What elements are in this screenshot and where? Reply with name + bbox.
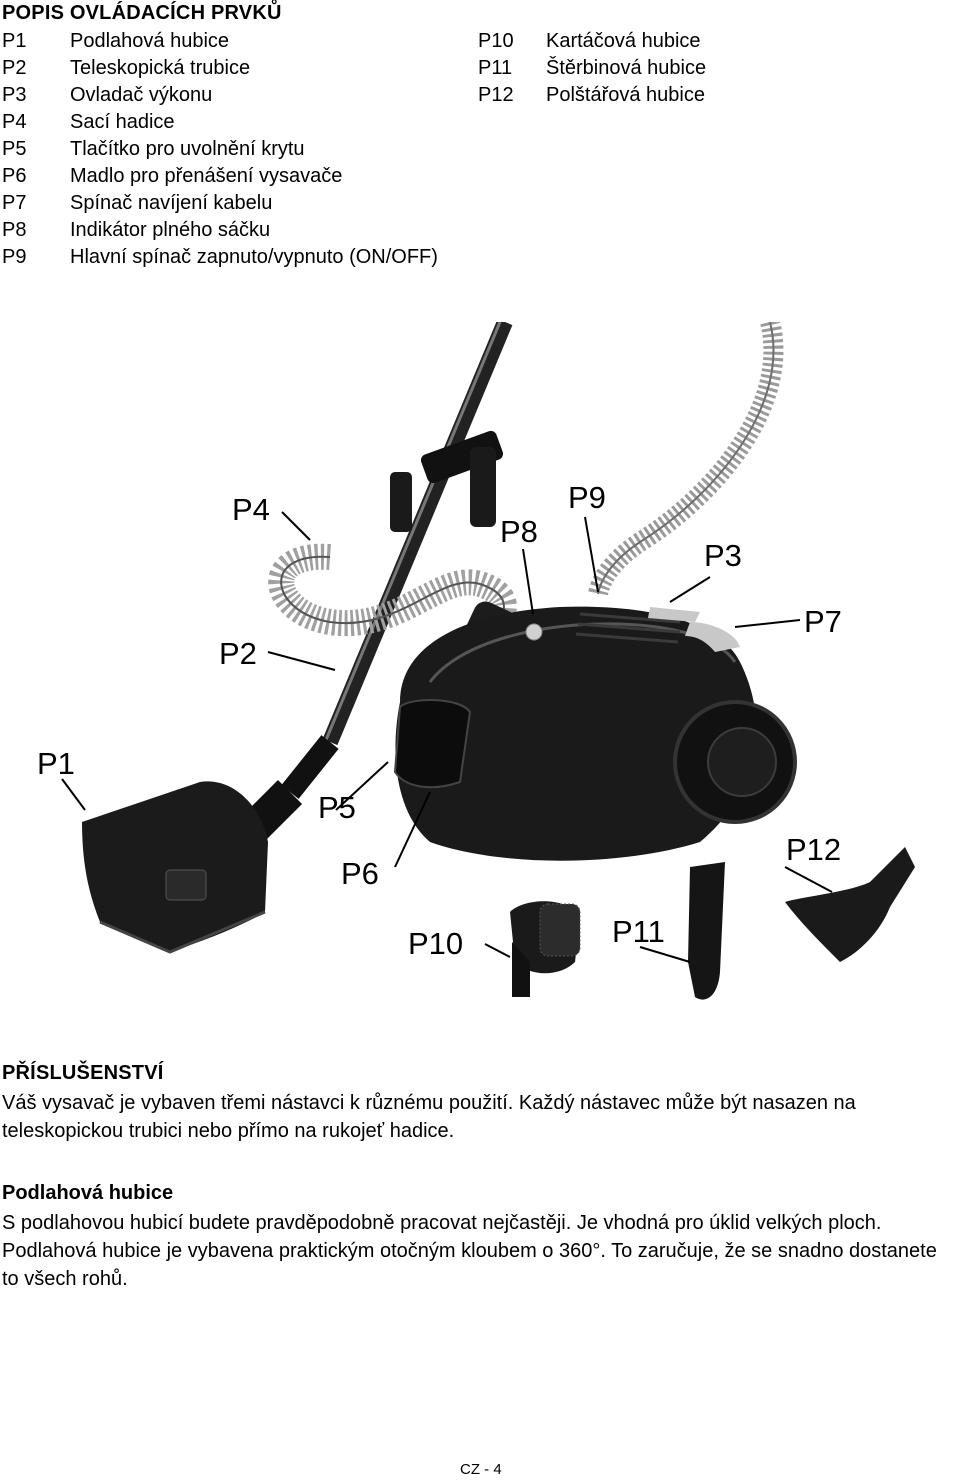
- power-control: [648, 607, 700, 622]
- list-item: P6 Madlo pro přenášení vysavače: [2, 163, 438, 190]
- accessories-heading: PŘÍSLUŠENSTVÍ: [2, 1062, 164, 1084]
- list-item: P1 Podlahová hubice: [2, 28, 438, 55]
- floor-nozzle-text: S podlahovou hubicí budete pravděpodobně…: [2, 1212, 937, 1290]
- tube-clip-3: [390, 472, 412, 532]
- callout-p12: P12: [786, 832, 841, 867]
- controls-heading: POPIS OVLÁDACÍCH PRVKŮ: [2, 2, 282, 24]
- callout-p5: P5: [318, 790, 356, 825]
- vacuum-cleaner-illustration: P4 P9 P8 P3 P7 P2 P1 P5 P12 P6 P11 P10: [37, 322, 915, 1000]
- callout-p2: P2: [219, 636, 257, 671]
- list-item: P5 Tlačítko pro uvolnění krytu: [2, 136, 438, 163]
- callout-p11: P11: [612, 914, 665, 949]
- list-item: P9 Hlavní spínač zapnuto/vypnuto (ON/OFF): [2, 244, 438, 271]
- vacuum-cleaner-figure: P4 P9 P8 P3 P7 P2 P1 P5 P12 P6 P11 P10: [0, 322, 960, 1034]
- page-number: CZ - 4: [460, 1461, 502, 1478]
- tube-clip: [420, 430, 504, 484]
- full-bag-indicator: [525, 623, 543, 641]
- callout-leaders: [61, 511, 833, 963]
- part-code: P7: [2, 192, 27, 214]
- brush-nozzle-bristles: [539, 903, 581, 957]
- callout-p4: P4: [232, 492, 270, 527]
- part-label: Tlačítko pro uvolnění krytu: [70, 138, 305, 160]
- list-item: P2 Teleskopická trubice: [2, 55, 438, 82]
- controls-list-left: P1 Podlahová hubice P2 Teleskopická trubic…: [2, 28, 438, 271]
- rear-wheel-hub: [707, 727, 777, 797]
- callout-p1: P1: [37, 746, 75, 781]
- part-label: Madlo pro přenášení vysavače: [70, 165, 343, 187]
- part-label: Indikátor plného sáčku: [70, 219, 271, 241]
- part-code: P8: [2, 219, 27, 241]
- cable-rewind-button: [685, 622, 740, 652]
- list-item: P8 Indikátor plného sáčku: [2, 217, 438, 244]
- callout-p8: P8: [500, 514, 538, 549]
- vent-grille: [575, 612, 681, 644]
- controls-list-right: P10 Kartáčová hubice P11 Štěrbinová hubice…: [478, 28, 706, 109]
- vacuum-body: [395, 606, 757, 861]
- part-code: P11: [478, 57, 513, 79]
- list-item: P4 Sací hadice: [2, 109, 438, 136]
- part-code: P12: [478, 84, 514, 106]
- floor-nozzle-edge: [99, 910, 266, 954]
- callout-p9: P9: [568, 480, 606, 515]
- part-code: P9: [2, 246, 27, 268]
- tube-clip-2: [470, 447, 496, 527]
- floor-nozzle-heading: Podlahová hubice: [2, 1182, 174, 1204]
- part-label: Štěrbinová hubice: [546, 57, 707, 79]
- brush-nozzle-stem: [512, 942, 530, 997]
- list-item: P11 Štěrbinová hubice: [478, 55, 706, 82]
- crevice-nozzle: [688, 862, 725, 1000]
- hose-arc-outline: [597, 322, 775, 595]
- part-code: P10: [478, 30, 514, 52]
- part-label: Sací hadice: [70, 111, 175, 133]
- callout-p10: P10: [408, 926, 463, 961]
- floor-nozzle: [82, 781, 268, 952]
- suction-hose-outline: [280, 555, 505, 633]
- list-item: P10 Kartáčová hubice: [478, 28, 706, 55]
- part-label: Polštářová hubice: [546, 84, 705, 106]
- part-code: P4: [2, 111, 27, 133]
- telescopic-tube-highlight: [324, 322, 502, 741]
- accessories-text: Váš vysavač je vybaven třemi nástavci k …: [2, 1092, 856, 1142]
- callout-p3: P3: [704, 538, 742, 573]
- floor-nozzle-pedal: [165, 869, 207, 901]
- part-label: Teleskopická trubice: [70, 57, 251, 79]
- part-code: P5: [2, 138, 27, 160]
- list-item: P12 Polštářová hubice: [478, 82, 706, 109]
- part-label: Kartáčová hubice: [546, 30, 701, 52]
- part-code: P6: [2, 165, 27, 187]
- telescopic-tube: [322, 322, 513, 746]
- part-label: Ovladač výkonu: [70, 84, 213, 106]
- part-code: P2: [2, 57, 27, 79]
- list-item: P7 Spínač navíjení kabelu: [2, 190, 438, 217]
- part-label: Hlavní spínač zapnuto/vypnuto (ON/OFF): [70, 246, 438, 268]
- part-code: P1: [2, 30, 27, 52]
- part-label: Spínač navíjení kabelu: [70, 192, 273, 214]
- part-code: P3: [2, 84, 27, 106]
- telescopic-tube-lower: [281, 735, 339, 799]
- upholstery-nozzle: [785, 847, 915, 962]
- list-item: P3 Ovladač výkonu: [2, 82, 438, 109]
- carry-handle: [393, 699, 472, 789]
- callout-p7: P7: [804, 604, 842, 639]
- part-label: Podlahová hubice: [70, 30, 230, 52]
- callout-p6: P6: [341, 856, 379, 891]
